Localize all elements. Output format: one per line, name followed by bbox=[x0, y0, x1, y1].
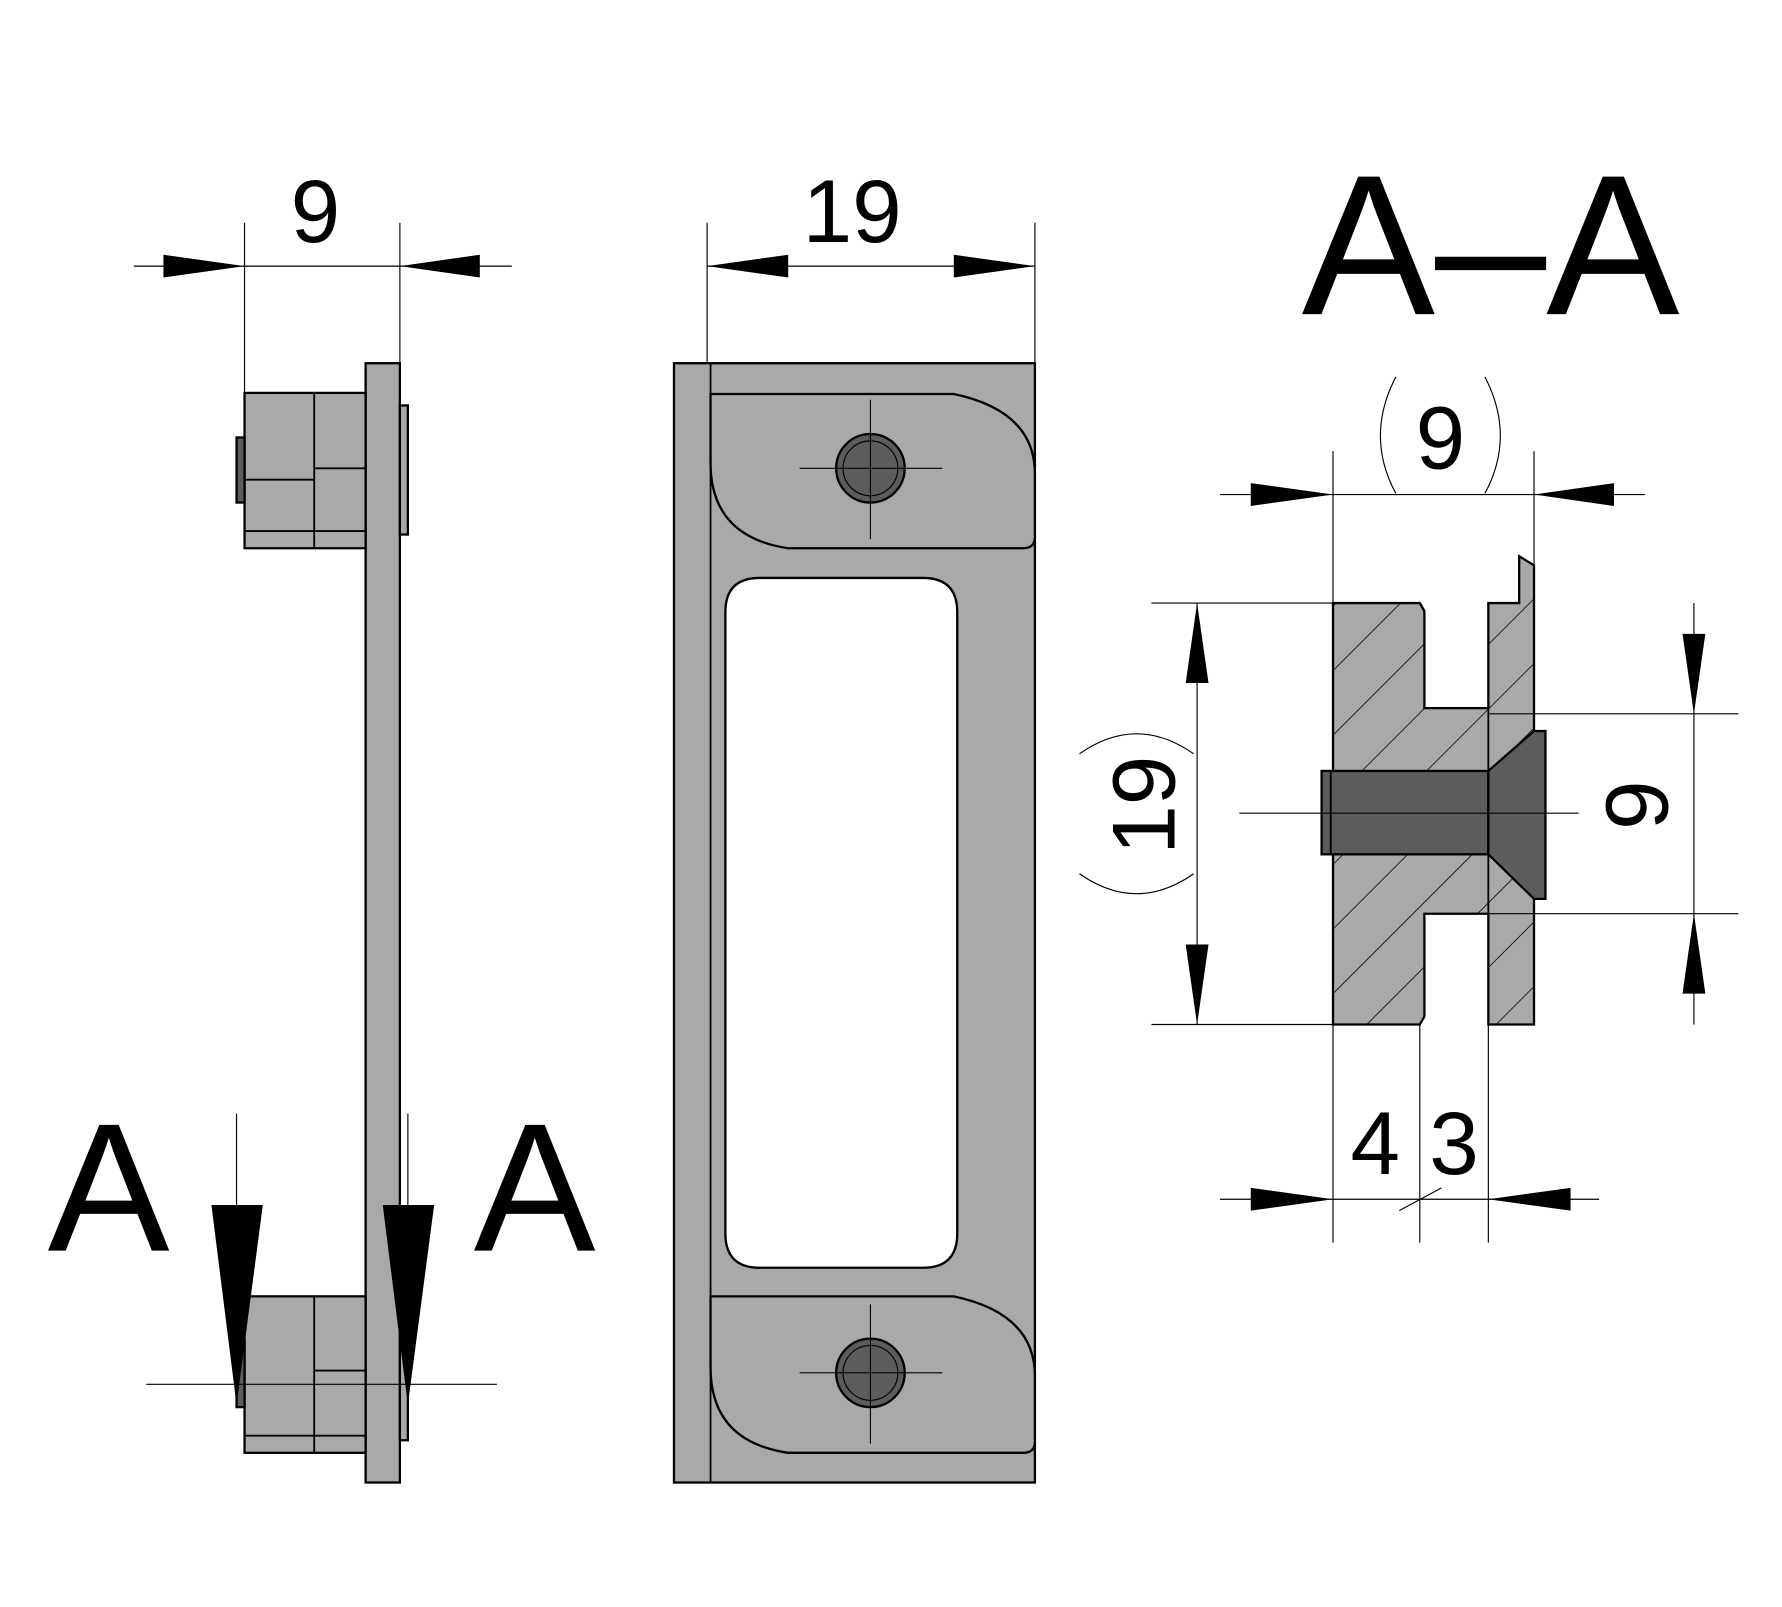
section-title: A–A bbox=[1302, 134, 1680, 357]
depth-label-2: 3 bbox=[1429, 1093, 1479, 1193]
section-arrow-right bbox=[382, 1204, 435, 1405]
ref-height-dimension: 19 bbox=[1079, 602, 1334, 1026]
screw-height-label: 9 bbox=[1587, 780, 1687, 830]
ref-height-label: 19 bbox=[1093, 756, 1193, 855]
upper-nut-side bbox=[235, 391, 410, 550]
front-width-label: 19 bbox=[803, 161, 902, 261]
screw-height-dimension: 9 bbox=[1488, 603, 1739, 1025]
plate-side bbox=[364, 362, 402, 1484]
upper-screw-hole bbox=[799, 399, 943, 540]
front-view: 19 bbox=[672, 161, 1037, 1484]
section-mark-left: A bbox=[48, 1086, 170, 1290]
lower-screw-hole bbox=[799, 1304, 943, 1444]
section-mark-right: A bbox=[474, 1086, 596, 1290]
side-width-dimension: 9 bbox=[133, 161, 512, 393]
section-arrow-left bbox=[211, 1204, 263, 1405]
side-width-label: 9 bbox=[291, 161, 341, 261]
front-width-dimension: 19 bbox=[706, 161, 1036, 364]
section-view: A–A 9 19 bbox=[1079, 134, 1739, 1243]
ref-width-label: 9 bbox=[1416, 387, 1466, 487]
side-view: A A 9 bbox=[48, 161, 596, 1484]
depth-dimensions: 4 3 bbox=[1219, 1024, 1600, 1243]
window-cutout bbox=[724, 576, 959, 1269]
depth-label-1: 4 bbox=[1350, 1093, 1400, 1193]
ref-width-dimension: 9 bbox=[1219, 376, 1645, 604]
